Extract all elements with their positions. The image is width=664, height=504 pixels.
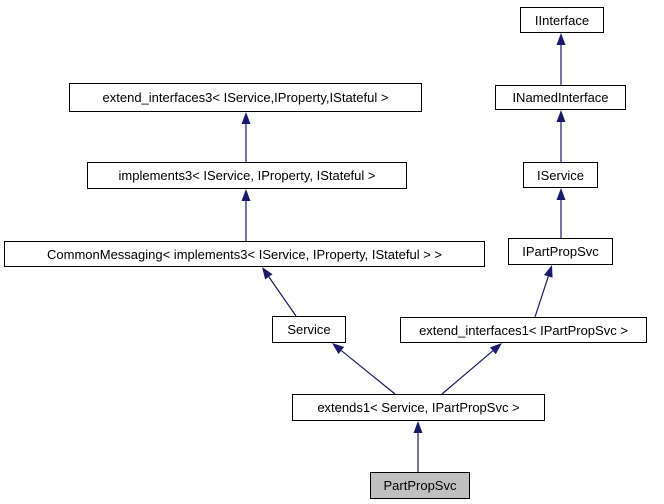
inheritance-arrowhead-extends1-to-service bbox=[332, 343, 345, 355]
inheritance-arrowhead-service-to-commonmessaging bbox=[262, 267, 273, 280]
inheritance-arrowhead-partpropsvc-to-extends1 bbox=[413, 421, 423, 433]
node-inamedinterface[interactable]: INamedInterface bbox=[495, 85, 626, 110]
inheritance-arrowhead-inamedinterface-to-iinterface bbox=[556, 33, 566, 45]
node-extend-interfaces3[interactable]: extend_interfaces3< IService,IProperty,I… bbox=[69, 83, 422, 112]
node-extend-interfaces1[interactable]: extend_interfaces1< IPartPropSvc > bbox=[400, 317, 647, 343]
inheritance-edge-extend-interfaces1-to-ipartpropsvc bbox=[534, 276, 549, 318]
inheritance-arrowhead-extends1-to-extend-interfaces1 bbox=[489, 343, 502, 355]
inheritance-edge-extends1-to-extend-interfaces1 bbox=[441, 350, 494, 395]
node-iservice[interactable]: IService bbox=[523, 162, 598, 188]
inheritance-arrowhead-extend-interfaces1-to-ipartpropsvc bbox=[543, 265, 553, 278]
inheritance-arrowhead-ipartpropsvc-to-iservice bbox=[556, 188, 566, 200]
node-commonmessaging[interactable]: CommonMessaging< implements3< IService, … bbox=[4, 241, 485, 267]
node-iinterface[interactable]: IInterface bbox=[520, 7, 604, 33]
inheritance-edge-service-to-commonmessaging bbox=[268, 276, 297, 317]
inheritance-arrowhead-implements3-to-extend-interfaces3 bbox=[241, 112, 251, 124]
inheritance-arrowhead-iservice-to-inamedinterface bbox=[556, 110, 566, 122]
inheritance-arrowhead-commonmessaging-to-implements3 bbox=[241, 189, 251, 201]
node-ipartpropsvc[interactable]: IPartPropSvc bbox=[508, 238, 613, 265]
inheritance-edge-extends1-to-service bbox=[340, 350, 396, 395]
node-service[interactable]: Service bbox=[272, 316, 346, 343]
node-implements3[interactable]: implements3< IService, IProperty, IState… bbox=[87, 162, 407, 189]
node-partpropsvc: PartPropSvc bbox=[370, 472, 470, 499]
node-extends1[interactable]: extends1< Service, IPartPropSvc > bbox=[292, 394, 545, 421]
